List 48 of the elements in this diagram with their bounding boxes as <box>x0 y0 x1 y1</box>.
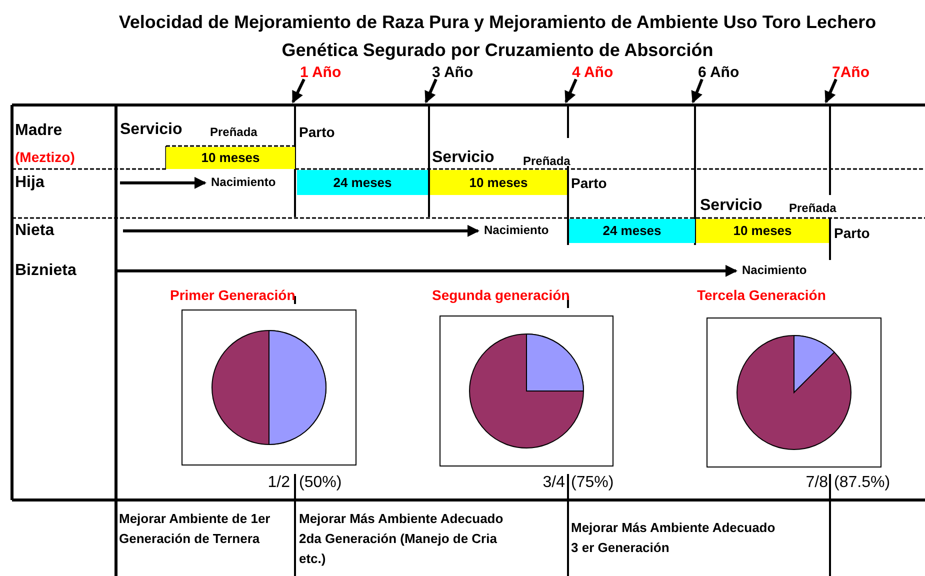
event-label: Parto <box>834 225 870 242</box>
duration-bar: 10 meses <box>166 147 295 169</box>
event-label: Parto <box>571 175 607 192</box>
duration-bar: 24 meses <box>569 219 695 243</box>
event-label: Servicio <box>432 149 494 168</box>
row-label: Biznieta <box>15 262 76 280</box>
event-label: Nacimiento <box>742 264 807 278</box>
row-label: Hija <box>15 174 44 192</box>
arrow <box>292 78 306 104</box>
arrow <box>564 78 578 104</box>
duration-bar: 10 meses <box>430 170 567 195</box>
row-label: Nieta <box>15 222 54 240</box>
percent-label: (75%) <box>571 474 614 492</box>
event-label: Preñada <box>210 126 258 140</box>
event-label: Parto <box>299 124 335 140</box>
year-label: 4 Año <box>572 64 614 82</box>
generation-heading: Primer Generación <box>170 287 296 304</box>
generation-heading: Tercela Generación <box>697 287 826 304</box>
arrow <box>123 224 480 237</box>
event-label: Nacimiento <box>484 224 549 238</box>
event-label: Preñada <box>523 155 570 169</box>
diagram-title: Velocidad de Mejoramiento de Raza Pura y Mejoramiento de Ambiente Uso Toro Lechero Genética Segurado por Cruzamiento de Absorción <box>118 11 878 62</box>
year-label: 1 Año <box>300 64 342 82</box>
event-label: Nacimiento <box>211 176 276 190</box>
arrow <box>424 78 438 104</box>
note-text: Mejorar Más Ambiente Adecuado 3 er Generación <box>571 519 776 557</box>
event-label: Servicio <box>120 121 182 140</box>
event-label: Servicio <box>700 197 762 216</box>
arrow <box>691 78 704 104</box>
note-text: Mejorar Más Ambiente Adecuado 2da Generación (Manejo de Cria etc.) <box>299 510 504 568</box>
percent-label: (87.5%) <box>834 474 890 492</box>
duration-bar: 10 meses <box>696 219 829 243</box>
event-label: Preñada <box>789 202 836 216</box>
year-label: 7Año <box>832 64 870 82</box>
arrow <box>824 78 838 104</box>
fraction-label: 3/4 <box>542 474 565 492</box>
arrow <box>116 264 738 277</box>
year-label: 3 Año <box>432 64 474 82</box>
percent-label: (50%) <box>299 474 342 492</box>
generation-heading: Segunda generación <box>432 287 570 304</box>
note-text: Mejorar Ambiente de 1er Generación de Ternera <box>119 510 272 548</box>
duration-bar: 24 meses <box>297 170 428 195</box>
arrow <box>120 176 206 189</box>
fraction-label: 1/2 <box>268 474 290 492</box>
row-label: (Meztizo) <box>15 149 75 166</box>
fraction-label: 7/8 <box>806 474 828 492</box>
row-label: Madre <box>15 122 62 140</box>
year-label: 6 Año <box>698 64 740 82</box>
